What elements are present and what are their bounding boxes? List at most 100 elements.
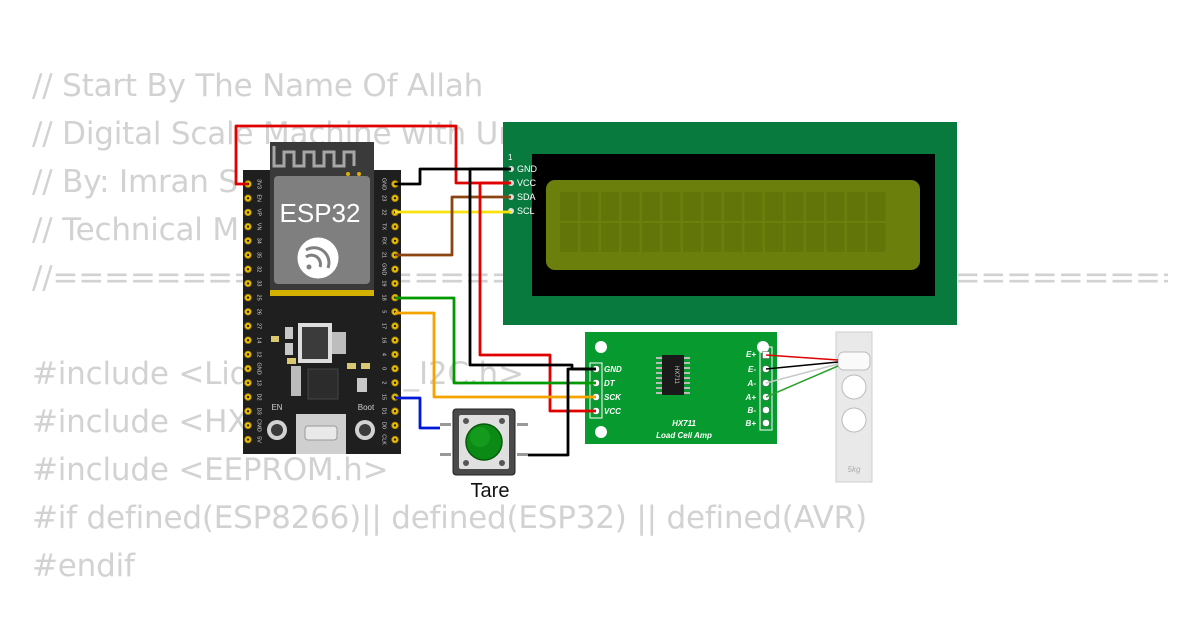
hx711-pin-sck: SCK — [604, 393, 622, 402]
esp32-pin-hole — [393, 282, 397, 285]
wire-loadcell-white[interactable] — [765, 363, 839, 384]
esp32-pin-hole — [393, 339, 397, 342]
esp32-pin-label: 4 — [381, 353, 387, 356]
lcd-char-cell — [662, 223, 681, 252]
lcd-char-cell — [785, 192, 804, 221]
esp32-pin-label: 25 — [256, 295, 262, 301]
esp32-pin-hole — [246, 296, 250, 299]
hx711-pin-bplus: B+ — [746, 419, 757, 428]
esp32-pin-hole — [393, 410, 397, 413]
wire-15-button[interactable] — [395, 396, 440, 430]
esp32-pin-label: 5 — [381, 310, 387, 313]
wire-18-hx711-dt[interactable] — [395, 296, 596, 385]
hx711-pin-eplus: E+ — [746, 350, 756, 359]
esp32-pin-label: D3 — [256, 408, 262, 415]
esp32-pin-hole — [393, 239, 397, 242]
lcd-char-cell — [560, 192, 578, 221]
esp32-label: ESP32 — [280, 198, 361, 228]
esp32-pin-hole — [393, 353, 397, 356]
lcd-char-cell — [826, 192, 845, 221]
hx711-pin-gnd: GND — [604, 365, 622, 374]
hx711-pin-bminus: B- — [748, 406, 757, 415]
esp32-pin-label: 32 — [256, 266, 262, 272]
lcd-display[interactable]: 1 GND VCC SDA SCL — [503, 122, 957, 325]
esp32-pin-hole — [393, 197, 397, 200]
espressif-logo-icon — [297, 237, 339, 279]
esp32-pin-label: CLK — [381, 434, 387, 445]
wire-gnd-lcd-gnd[interactable] — [395, 167, 511, 186]
esp32-pin-label: 14 — [256, 337, 262, 343]
wire-lcd-vcc-hx711-vcc[interactable] — [478, 181, 596, 413]
code-line-9: #if defined(ESP8266)|| defined(ESP32) ||… — [32, 500, 867, 536]
esp32-pin-label: 17 — [381, 323, 387, 329]
hx711-module[interactable]: HX711 GND DT SCK VCC E+ E- A- A+ B- B+ H… — [585, 332, 777, 444]
lcd-char-cell — [765, 192, 783, 221]
code-line-3: // By: Imran S — [32, 164, 238, 200]
wire-21-lcd-sda[interactable] — [395, 195, 511, 257]
esp32-pin-label: 21 — [381, 252, 387, 258]
load-cell-label: 5kg — [848, 465, 861, 474]
esp32-pin-hole — [246, 367, 250, 370]
hx711-chip: HX711 — [656, 355, 690, 395]
esp32-pin-label: TX — [381, 223, 387, 230]
code-line-4: // Technical M — [32, 212, 239, 248]
wire-loadcell-red[interactable] — [765, 354, 839, 361]
lcd-char-cell — [806, 223, 824, 252]
lcd-char-cell — [703, 192, 722, 221]
wire-3v3-lcd-vcc[interactable] — [234, 124, 511, 186]
esp32-pin-label: 18 — [381, 295, 387, 301]
lcd-char-cell — [826, 223, 845, 252]
load-cell[interactable]: 5kg — [835, 331, 873, 483]
esp32-pin-label: 19 — [381, 280, 387, 286]
wire-loadcell-green[interactable] — [765, 365, 839, 398]
code-line-1: // Start By The Name Of Allah — [32, 68, 484, 104]
esp32-pin-hole — [393, 381, 397, 384]
wires — [234, 124, 839, 457]
lcd-character-grid — [560, 192, 886, 252]
lcd-char-cell — [867, 223, 886, 252]
esp32-pin-hole — [246, 197, 250, 200]
esp32-pin-hole — [393, 225, 397, 228]
esp32-pin-hole — [246, 282, 250, 285]
lcd-char-cell — [621, 223, 640, 252]
lcd-char-cell — [580, 223, 599, 252]
esp32-pin-hole — [393, 268, 397, 271]
lcd-char-cell — [621, 192, 640, 221]
esp32-pin-label: 33 — [256, 280, 262, 286]
wire-loadcell-black[interactable] — [765, 361, 839, 370]
esp32-boot-label: Boot — [358, 403, 375, 412]
lcd-pin-scl: SCL — [517, 206, 535, 216]
esp32-pin-label: 5V — [256, 436, 262, 443]
lcd-char-cell — [724, 192, 742, 221]
wire-button-gnd[interactable] — [528, 367, 596, 457]
esp32-pin-hole — [246, 253, 250, 257]
esp32-pin-hole — [246, 395, 250, 399]
lcd-char-cell — [642, 192, 660, 221]
lcd-char-cell — [724, 223, 742, 252]
esp32-pin-hole — [246, 310, 250, 313]
esp32-pin-label: 13 — [256, 380, 262, 386]
esp32-pin-label: D1 — [381, 408, 387, 415]
lcd-char-cell — [683, 192, 701, 221]
hx711-subtitle: Load Cell Amp — [656, 431, 712, 440]
esp32-pin-headers: 3V3ENVPVN343532332526271412GND13D2D3CMD5… — [244, 178, 399, 445]
esp32-pin-label: GND — [381, 263, 387, 275]
esp32-pin-hole — [393, 424, 397, 427]
esp32-pin-label: GND — [256, 362, 262, 374]
esp32-pin-hole — [246, 268, 250, 271]
wire-5-hx711-sck[interactable] — [395, 311, 596, 399]
lcd-char-cell — [847, 223, 865, 252]
tare-button[interactable] — [440, 408, 528, 476]
lcd-char-cell — [867, 192, 886, 221]
esp32-pin-label: EN — [256, 194, 262, 202]
esp32-pin-hole — [393, 367, 397, 370]
esp32-pin-hole — [246, 225, 250, 228]
lcd-char-cell — [560, 223, 578, 252]
lcd-char-cell — [642, 223, 660, 252]
hx711-title: HX711 — [672, 419, 696, 428]
lcd-pin-sda: SDA — [517, 192, 536, 202]
lcd-char-cell — [683, 223, 701, 252]
hx711-pin-aplus: A+ — [745, 393, 757, 402]
